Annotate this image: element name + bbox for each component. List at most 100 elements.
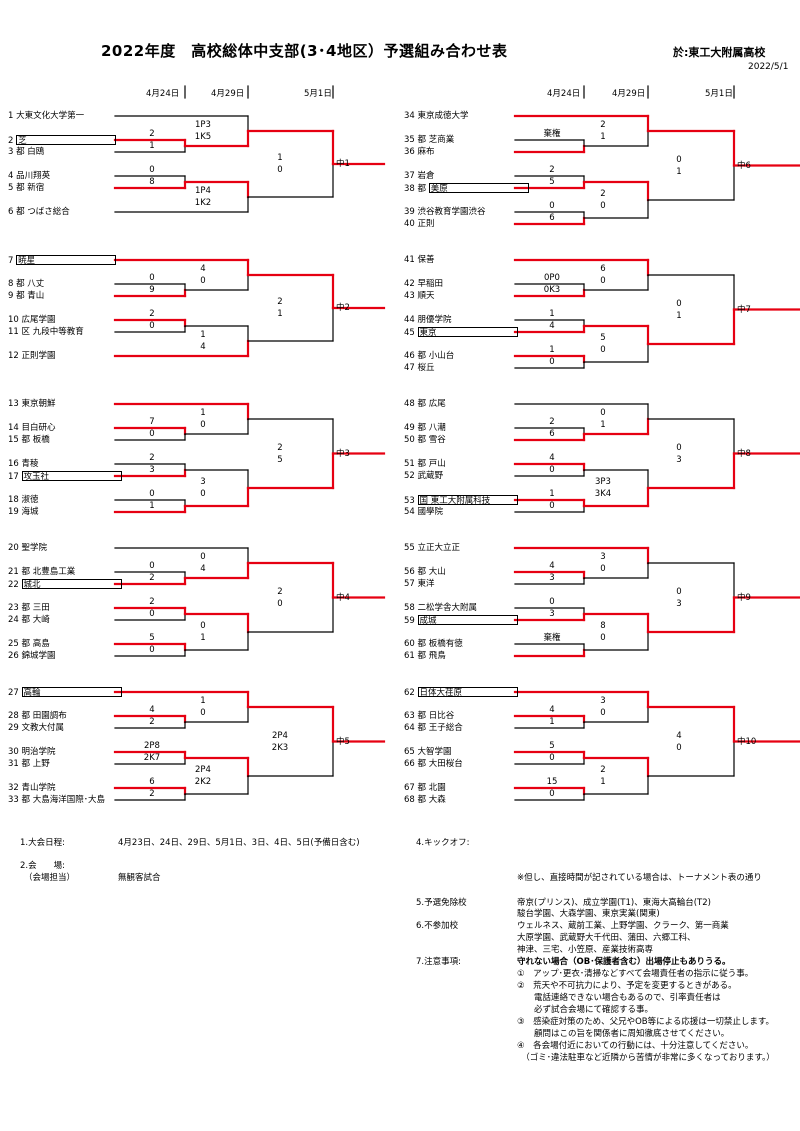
r1-score: 4	[549, 561, 555, 571]
team-label: 65 大智学園	[404, 747, 452, 757]
round-header-2: 4月29日	[612, 89, 646, 99]
caution-line: ② 荒天や不可抗力により、予定を変更するときがある。	[517, 981, 737, 991]
team-label: 67 都 北園	[404, 783, 446, 793]
r1-score: 6	[149, 777, 155, 787]
team-label: 58 二松学舎大附属	[404, 603, 478, 613]
caution-line: ④ 各会場付近においての行動には、十分注意してください。	[517, 1041, 754, 1051]
r1-score: 8	[149, 177, 155, 187]
final-score: 3	[676, 454, 682, 465]
caution-line: 電話連絡できない場合もあるので、引率責任者は	[517, 993, 721, 1003]
team-label: 38 都 美原	[404, 183, 529, 194]
caution-label: 7.注意事項:	[416, 957, 461, 967]
venue-label-2: 2.会 場:	[20, 861, 65, 871]
r2-score: 0	[200, 276, 206, 286]
team-name-boxed: 国 東工大附属科技	[417, 495, 518, 506]
r2-score: 0	[200, 708, 206, 718]
r2-score: 2P4	[195, 765, 211, 775]
block-id-label: 中7	[737, 304, 751, 315]
team-label: 40 正則	[404, 219, 435, 229]
r1-score: 0	[549, 201, 555, 211]
r2-score: 0	[200, 552, 206, 562]
r2-score: 0	[600, 564, 606, 574]
r1-score: 0	[149, 561, 155, 571]
r2-score: 5	[600, 333, 606, 343]
r1-score: 棄権	[543, 129, 561, 139]
r2-score: 4	[200, 264, 206, 274]
r1-score: 2P8	[144, 741, 160, 751]
r2-score: 0	[200, 420, 206, 430]
r1-score: 0	[549, 753, 555, 763]
team-label: 51 都 戸山	[404, 459, 446, 469]
team-label: 53 国 東工大附属科技	[404, 495, 518, 506]
team-label: 68 都 大森	[404, 795, 446, 805]
team-label: 44 朋優学院	[404, 315, 452, 325]
team-label: 7 暁星	[8, 255, 117, 266]
r1-score: 4	[149, 705, 155, 715]
team-label: 36 麻布	[404, 147, 435, 157]
r1-score: 0	[549, 357, 555, 367]
r2-score: 6	[600, 264, 606, 274]
round-header-3: 5月1日	[705, 89, 733, 99]
team-label: 19 海城	[8, 507, 39, 517]
r1-score: 0	[149, 609, 155, 619]
team-name-boxed: 城北	[21, 579, 122, 590]
r1-score: 2	[149, 309, 155, 319]
exempt-line: 駿台学園、大森学園、東京実業(関東)	[517, 909, 660, 919]
team-label: 15 都 板橋	[8, 435, 50, 445]
block-id-label: 中3	[336, 448, 350, 459]
schedule-label: 1.大会日程:	[20, 838, 65, 848]
block-id-label: 中1	[336, 159, 350, 169]
r2-score: 1K2	[194, 198, 212, 208]
absent-line: ウェルネス、蔵前工業、上野学園、クラーク、第一商業	[517, 921, 729, 931]
r2-score: 2	[600, 120, 606, 130]
r1-score: 4	[549, 453, 555, 463]
team-label: 28 都 田園調布	[8, 711, 67, 721]
r2-score: 4	[200, 342, 206, 352]
team-label: 66 都 大田桜台	[404, 759, 463, 769]
team-label: 37 岩倉	[404, 171, 435, 181]
direct-time-note: ※但し、直接時間が記されている場合は、トーナメント表の通り	[517, 873, 762, 883]
team-label: 47 桜丘	[404, 363, 435, 373]
r2-score: 3P3	[595, 477, 611, 487]
team-name-boxed: 芝	[16, 135, 117, 146]
team-label: 18 淑徳	[8, 495, 39, 505]
final-score: 0	[676, 442, 682, 453]
kickoff-label: 4.キックオフ:	[416, 838, 470, 848]
team-label: 5 都 新宿	[8, 183, 45, 193]
final-score: 2	[277, 586, 283, 597]
team-name-boxed: 日体大荏原	[417, 687, 518, 698]
team-label: 48 都 広尾	[404, 399, 446, 409]
r1-score: 0	[149, 489, 155, 499]
r1-score: 9	[149, 285, 155, 295]
caution-line: 顧問はこの旨を関係者に周知徹底させてください。	[517, 1029, 730, 1039]
team-label: 11 区 九段中等教育	[8, 327, 84, 337]
team-label: 26 錦城学園	[8, 651, 56, 661]
team-label: 29 文教大付属	[8, 723, 65, 733]
r1-score: 0	[549, 465, 555, 475]
r1-score: 0	[149, 273, 155, 283]
caution-line: （ゴミ･違法駐車など近隣から苦情が非常に多くなっております。）	[517, 1053, 775, 1063]
team-label: 6 都 つばさ総合	[8, 207, 70, 217]
r2-score: 0	[600, 633, 606, 643]
final-score: 5	[277, 454, 283, 465]
team-label: 30 明治学院	[8, 747, 56, 757]
r1-score: 3	[549, 573, 555, 583]
team-label: 54 國學院	[404, 507, 444, 517]
team-label: 4 品川翔英	[8, 171, 51, 181]
r1-score: 0K3	[543, 285, 561, 295]
absent-line: 大原学園、武蔵野大千代田、蒲田、六郷工科、	[517, 933, 696, 943]
final-score: 1	[277, 309, 283, 319]
r2-score: 0	[600, 708, 606, 718]
r1-score: 2	[149, 717, 155, 727]
r2-score: 3	[600, 696, 606, 706]
team-label: 1 大東文化大学第一	[8, 111, 85, 121]
team-label: 59 成城	[404, 615, 518, 626]
r1-score: 15	[546, 777, 558, 787]
team-label: 25 都 高島	[8, 639, 50, 649]
r1-score: 1	[149, 141, 155, 151]
team-label: 3 都 白鴎	[8, 147, 45, 157]
r2-score: 2K2	[194, 777, 212, 787]
issue-date: 2022/5/1	[748, 62, 789, 72]
team-label: 56 都 大山	[404, 567, 446, 577]
r1-score: 2	[149, 129, 155, 139]
